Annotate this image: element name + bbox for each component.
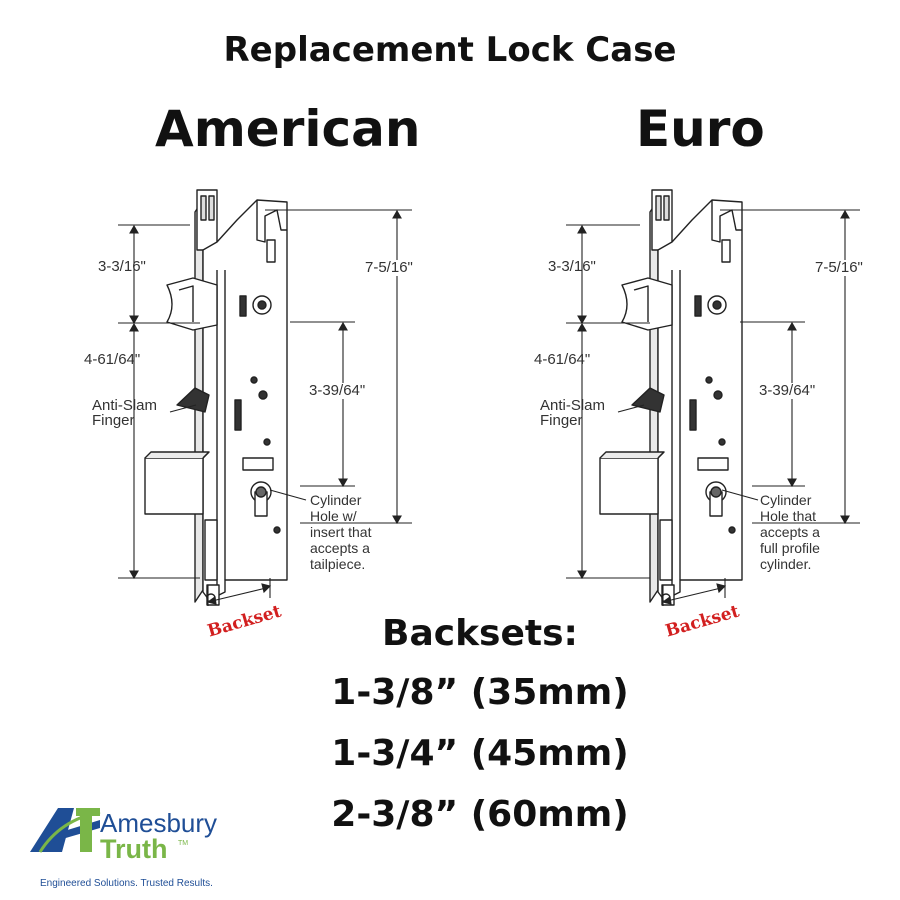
american-inner-height-label: 3-39/64"	[306, 383, 369, 399]
euro-dimension-lines	[566, 209, 860, 606]
american-anti-slam-label: Anti-Slam Finger	[92, 397, 158, 429]
american-title: American	[155, 100, 421, 158]
logo-brand-truth: Truth	[100, 834, 168, 864]
backsets-heading: Backsets:	[382, 613, 578, 654]
euro-lock-case-drawing	[599, 189, 743, 606]
american-total-height-label: 7-5/16"	[362, 260, 416, 276]
euro-dim-mid-label: 4-61/64"	[534, 351, 591, 368]
american-dim-top-label: 3-3/16"	[98, 258, 146, 275]
euro-cylinder-note: Cylinder Hole that accepts a full profil…	[760, 492, 820, 572]
logo-brand-amesbury: Amesbury	[100, 808, 218, 838]
logo-tagline: Engineered Solutions. Trusted Results.	[40, 878, 213, 889]
backset-size-1: 1-3/8” (35mm)	[331, 672, 629, 713]
american-dimension-lines	[118, 209, 412, 606]
euro-dim-top-label: 3-3/16"	[548, 258, 596, 275]
backset-size-3: 2-3/8” (60mm)	[331, 794, 629, 835]
euro-total-height-label: 7-5/16"	[812, 260, 866, 276]
american-lock-case-drawing	[144, 189, 288, 606]
euro-inner-height-label: 3-39/64"	[756, 383, 819, 399]
american-cylinder-note: Cylinder Hole w/ insert that accepts a t…	[310, 492, 372, 572]
american-dim-mid-label: 4-61/64"	[84, 351, 141, 368]
backset-size-2: 1-3/4” (45mm)	[331, 733, 629, 774]
page-title: Replacement Lock Case	[223, 30, 677, 70]
euro-anti-slam-label: Anti-Slam Finger	[540, 397, 606, 429]
euro-title: Euro	[636, 100, 765, 158]
logo-trademark: TM	[178, 840, 189, 847]
amesbury-truth-logo-mark	[30, 808, 101, 853]
